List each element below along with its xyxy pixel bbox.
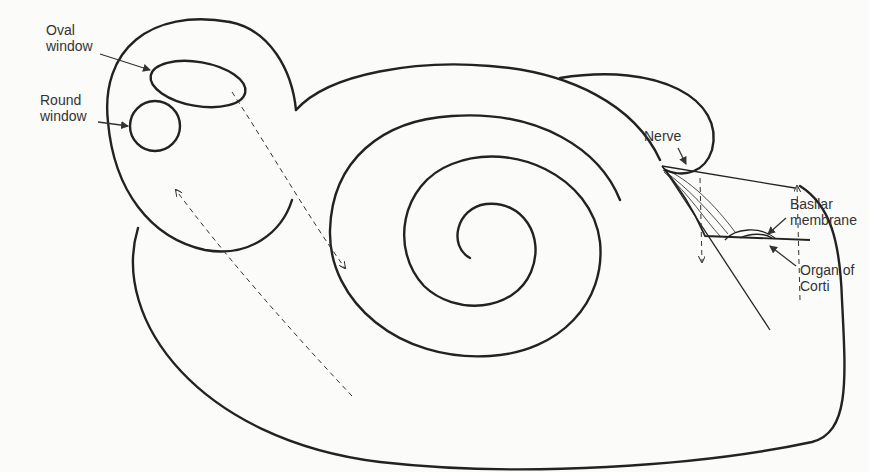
scala-cap xyxy=(560,74,714,173)
flow-arrow xyxy=(232,92,345,268)
basilar-membrane-line xyxy=(662,166,810,240)
leader-arrow xyxy=(768,218,786,234)
cross-section-wall xyxy=(665,170,770,330)
cochlea-spiral xyxy=(330,115,620,356)
part-label: Round window xyxy=(40,92,98,124)
round-window-shape xyxy=(130,101,180,151)
flow-arrow xyxy=(700,178,702,262)
flow-arrow xyxy=(176,190,352,396)
part-label: Nerve xyxy=(644,128,704,144)
nerve-fiber xyxy=(663,170,728,234)
oval-window-shape xyxy=(147,54,249,114)
vestibule-outline xyxy=(107,19,292,251)
leader-arrow xyxy=(678,148,686,164)
part-label: Organ of Corti xyxy=(800,262,862,294)
cochlea-outer-wall xyxy=(133,186,844,469)
cochlea-upper-wall xyxy=(296,65,660,160)
part-label: Oval window xyxy=(46,22,102,54)
leader-arrow xyxy=(770,246,796,266)
organ-of-corti-shape xyxy=(725,230,775,240)
leader-arrow xyxy=(100,54,150,70)
cross-section xyxy=(662,166,810,330)
part-label: Basilar membrane xyxy=(790,196,866,228)
nerve-fiber xyxy=(664,172,720,236)
organ-of-corti-shape xyxy=(740,234,772,238)
leader-arrow xyxy=(98,122,128,126)
vestibule-outline xyxy=(230,22,296,110)
nerve-fiber xyxy=(663,168,735,232)
